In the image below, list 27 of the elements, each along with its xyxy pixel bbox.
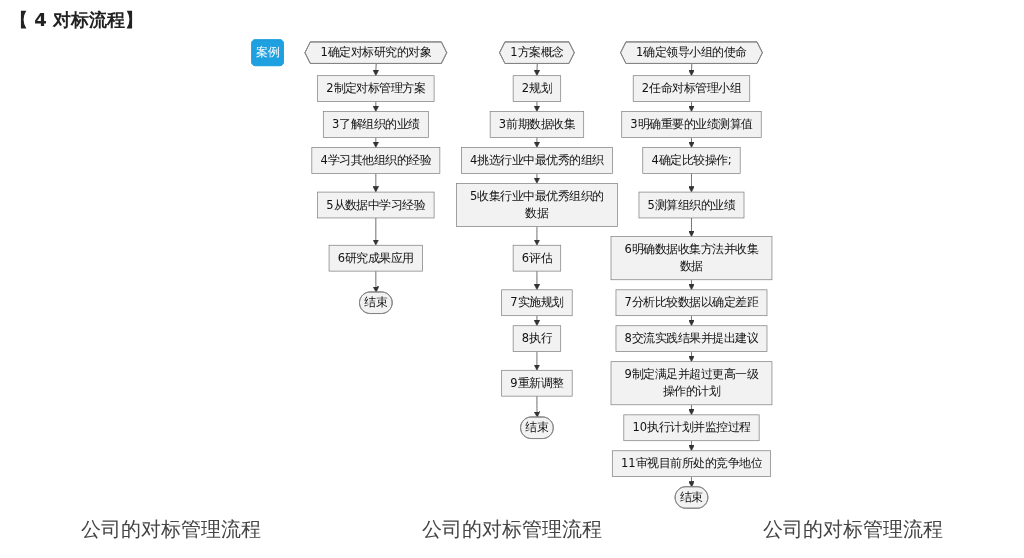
title: 【 4 对标流程】 [10,8,144,32]
node-box: 4确定比较操作; [642,147,741,174]
node-box: 8交流实践结果并提出建议 [615,325,768,352]
flow-caption: 公司的对标管理流程 [422,516,602,543]
node-box: 3前期数据收集 [489,111,585,138]
node-box: 5从数据中学习经验 [317,191,435,219]
node-box: 6评估 [512,244,562,272]
node-box: 4挑选行业中最优秀的组织 [461,147,613,174]
flow-caption: 公司的对标管理流程 [763,516,944,543]
node-box: 2制定对标管理方案 [317,75,435,102]
node-box: 2规划 [512,75,562,102]
node-box: 5收集行业中最优秀组织的数据 [456,183,618,227]
node-box: 3了解组织的业绩 [323,111,429,138]
node-box: 4学习其他组织的经验 [311,147,441,174]
node-box: 6研究成果应用 [328,244,424,272]
node-box: 10执行计划并监控过程 [623,414,760,442]
node-box: 8执行 [512,325,562,352]
node-box: 2任命对标管理小组 [633,75,751,102]
node-box: 7分析比较数据以确定差距 [615,289,768,317]
node-box: 9重新调整 [501,369,573,397]
node-box: 11审视目前所处的竞争地位 [612,450,772,477]
node-box: 6明确数据收集方法并收集数据 [610,236,773,281]
flow-caption: 公司的对标管理流程 [80,516,261,543]
node-box: 5测算组织的业绩 [638,191,745,219]
node-box: 9制定满足并超过更高一级操作的计划 [610,361,773,406]
node-box: 3明确重要的业绩测算值 [621,111,762,138]
node-box: 7实施规划 [501,289,573,317]
